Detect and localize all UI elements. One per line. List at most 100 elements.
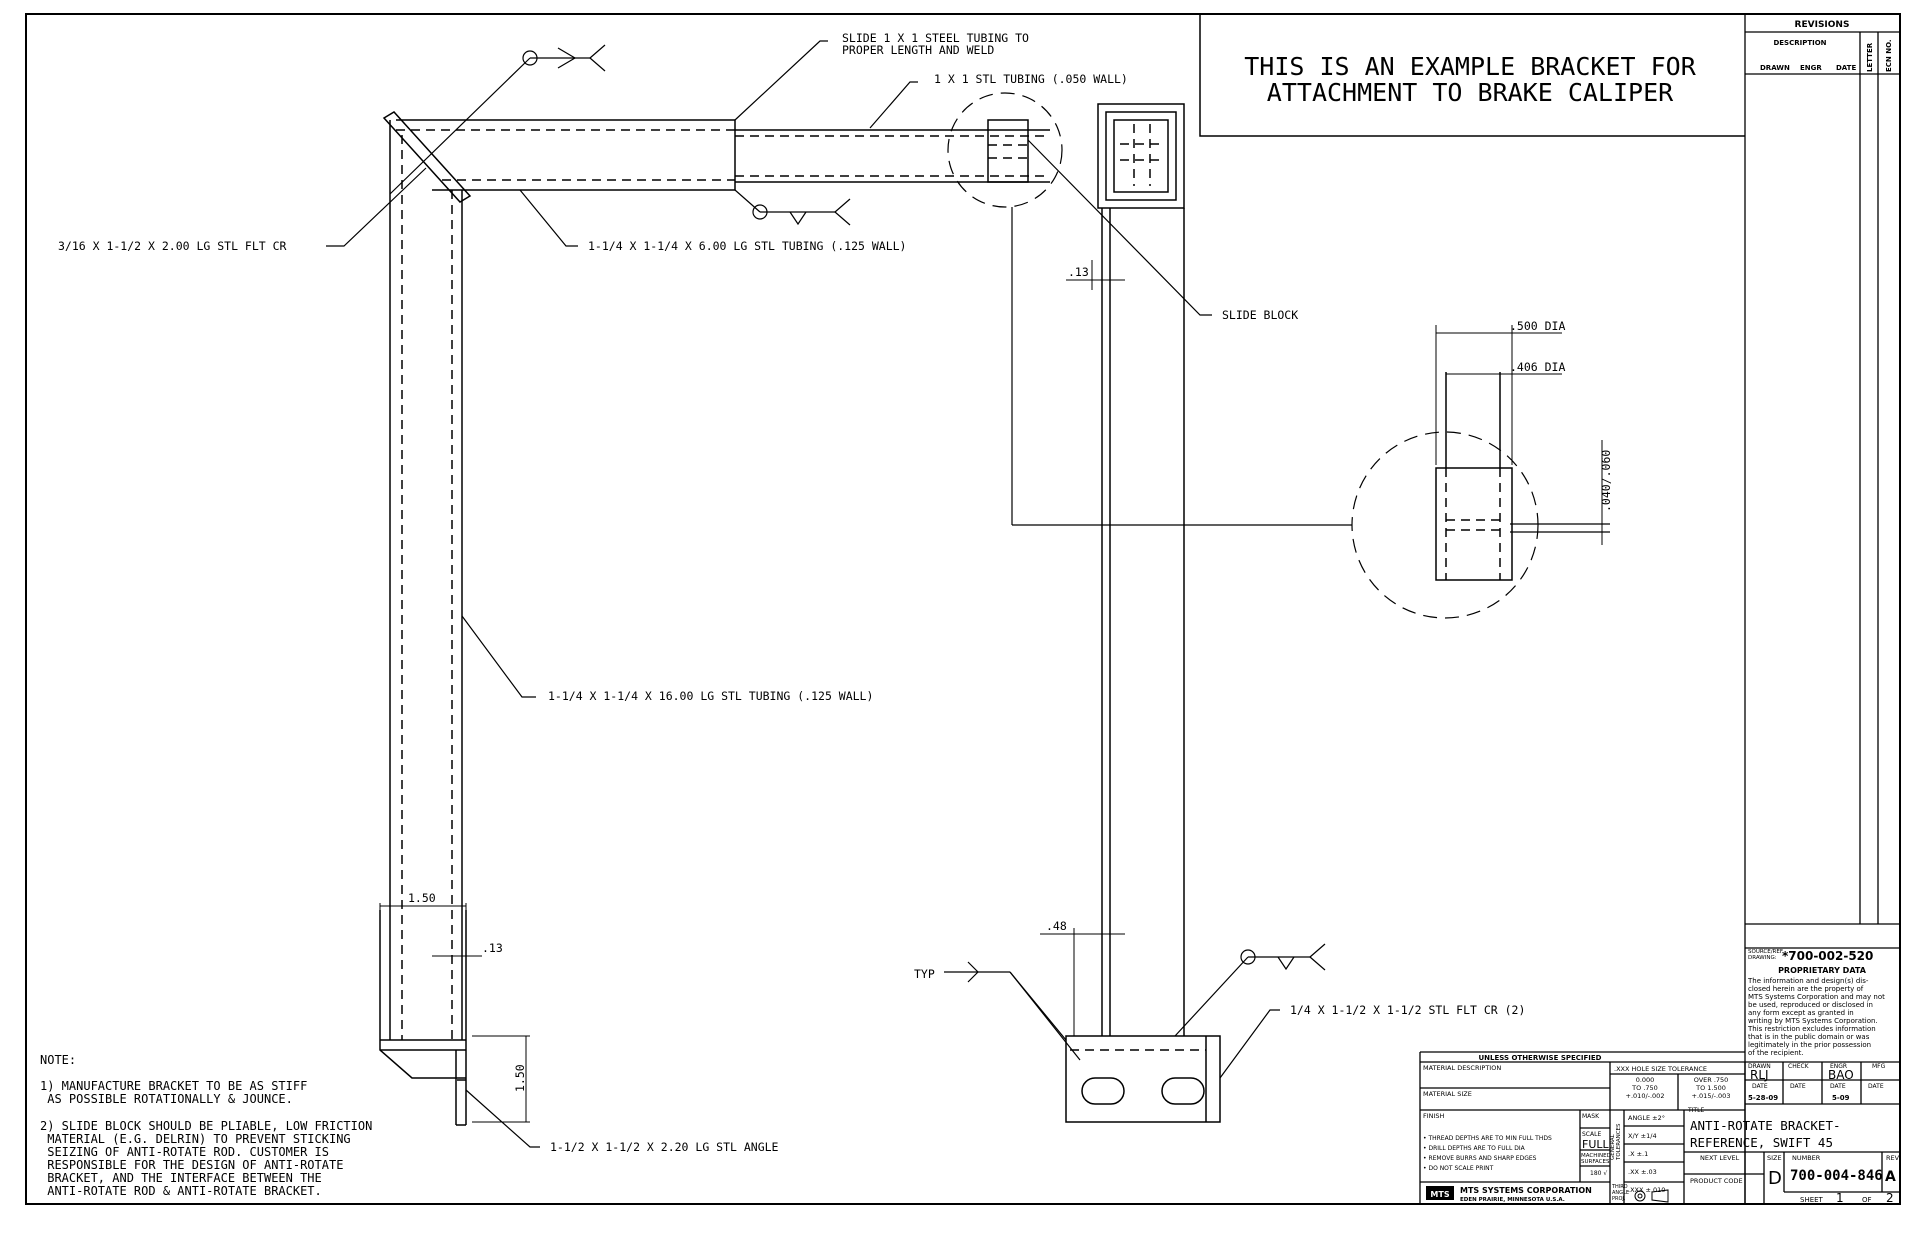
mask-label: MASK — [1582, 1113, 1600, 1120]
revisions-letter: LETTER — [1866, 42, 1874, 72]
of-value: 2 — [1886, 1191, 1894, 1205]
machined-value: 180 √ — [1590, 1170, 1607, 1177]
callout-stl-tubing: 1 X 1 STL TUBING (.050 WALL) — [934, 72, 1128, 86]
dimension-labels: .13 .500 DIA .406 DIA .040/.060 1.50 .13… — [408, 265, 1613, 1092]
revisions-block — [1744, 14, 1900, 1204]
number-label: NUMBER — [1792, 1154, 1821, 1162]
dim-13-bottom: .13 — [482, 941, 503, 955]
revisions-description: DESCRIPTION — [1773, 39, 1826, 47]
note-1: 1) MANUFACTURE BRACKET TO BE AS STIFF AS… — [40, 1079, 307, 1106]
title-block-frame — [1419, 947, 1900, 1204]
mfg-date-label: DATE — [1868, 1083, 1884, 1090]
sheet-label: SHEET — [1800, 1196, 1824, 1204]
source-value: *700-002-520 — [1782, 949, 1873, 963]
tol-xxx: .XXX ±.010 — [1628, 1186, 1665, 1194]
callout-flat-cr-2: 1/4 X 1-1/2 X 1-1/2 STL FLT CR (2) — [1290, 1003, 1525, 1017]
revisions-date: DATE — [1836, 64, 1856, 72]
callout-angle: 1-1/2 X 1-1/2 X 2.20 LG STL ANGLE — [550, 1140, 779, 1154]
dim-150-h: 1.50 — [408, 891, 436, 905]
general-tolerances: GENERALTOLERANCES — [1610, 1123, 1622, 1161]
callout-tubing-16: 1-1/4 X 1-1/4 X 16.00 LG STL TUBING (.12… — [548, 689, 873, 703]
drawn-date-label: DATE — [1752, 1083, 1768, 1090]
material-description: MATERIAL DESCRIPTION — [1423, 1064, 1501, 1072]
finish: FINISH — [1423, 1112, 1445, 1120]
rev-value: A — [1885, 1169, 1896, 1185]
company-location: EDEN PRAIRIE, MINNESOTA U.S.A. — [1460, 1197, 1565, 1203]
drawn-date: 5-28-09 — [1748, 1094, 1778, 1102]
third-angle-icon — [1634, 1189, 1669, 1203]
upper-tube-assembly — [396, 92, 1063, 208]
dim-48: .48 — [1046, 919, 1067, 933]
engr-value: BAO — [1828, 1068, 1854, 1082]
dim-406-dia: .406 DIA — [1510, 360, 1565, 374]
revisions-drawn: DRAWN — [1760, 64, 1790, 72]
notes-heading: NOTE: — [40, 1053, 76, 1067]
revisions-title: REVISIONS — [1795, 20, 1850, 30]
slide-block-view — [1065, 103, 1221, 1123]
detail-view — [1011, 207, 1610, 619]
company-name: MTS SYSTEMS CORPORATION — [1460, 1186, 1592, 1195]
scale-label: SCALE — [1582, 1131, 1601, 1138]
dimension-lines — [379, 260, 1603, 1123]
check-label: CHECK — [1788, 1063, 1810, 1070]
dim-500-dia: .500 DIA — [1510, 319, 1565, 333]
drawing-title-2: REFERENCE, SWIFT 45 — [1690, 1135, 1833, 1150]
notes: NOTE: 1) MANUFACTURE BRACKET TO BE AS ST… — [40, 1053, 372, 1198]
engr-label: ENGR — [1830, 1063, 1847, 1070]
material-size: MATERIAL SIZE — [1423, 1090, 1472, 1098]
hole-tolerance: .XXX HOLE SIZE TOLERANCE — [1614, 1065, 1707, 1073]
dim-150-v: 1.50 — [513, 1064, 527, 1092]
mts-logo-icon: MTS — [1426, 1186, 1454, 1200]
proprietary-title: PROPRIETARY DATA — [1778, 966, 1867, 975]
of-label: OF — [1862, 1196, 1872, 1204]
tol-xx: .XX ±.03 — [1628, 1168, 1657, 1176]
size-label: SIZE — [1767, 1154, 1782, 1162]
note-2: 2) SLIDE BLOCK SHOULD BE PLIABLE, LOW FR… — [40, 1119, 372, 1198]
drawing-number: 700-004-846 — [1790, 1168, 1883, 1184]
bottom-angle — [379, 910, 467, 1126]
drawn-label: DRAWN — [1748, 1063, 1771, 1070]
tol-x: .X ±.1 — [1628, 1150, 1648, 1158]
unless-specified: UNLESS OTHERWISE SPECIFIED — [1478, 1054, 1601, 1062]
revisions-engr: ENGR — [1800, 64, 1822, 72]
angle-tolerance: ANGLE ±2° — [1628, 1114, 1665, 1122]
scale-value: FULL — [1582, 1138, 1610, 1151]
callout-slide-block: SLIDE BLOCK — [1222, 308, 1298, 322]
drawing-title-1: ANTI-ROTATE BRACKET- — [1690, 1118, 1841, 1133]
sheet-value: 1 — [1836, 1191, 1844, 1205]
mfg-label: MFG — [1872, 1063, 1886, 1070]
drawn-value: RLJ — [1750, 1068, 1769, 1082]
logo-text: MTS — [1430, 1190, 1449, 1199]
revisions-ecn: ECN NO. — [1885, 39, 1893, 72]
callout-tubing-6: 1-1/4 X 1-1/4 X 6.00 LG STL TUBING (.125… — [588, 239, 907, 253]
leaders — [326, 40, 1326, 1148]
size-value: D — [1768, 1168, 1782, 1189]
vertical-tube — [382, 44, 851, 1040]
callout-typ: TYP — [914, 967, 935, 981]
rev-label: REV — [1886, 1154, 1900, 1162]
dim-13-top: .13 — [1068, 265, 1089, 279]
callout-flat-cr: 3/16 X 1-1/2 X 2.00 LG STL FLT CR — [58, 239, 287, 253]
engr-date: 5-09 — [1832, 1094, 1850, 1102]
sheet-border — [25, 13, 1901, 1205]
revisions-text: REVISIONS DESCRIPTION DRAWN ENGR DATE LE… — [1760, 20, 1893, 72]
next-level-label: NEXT LEVEL — [1700, 1154, 1740, 1162]
check-date-label: DATE — [1790, 1083, 1806, 1090]
dim-040-060: .040/.060 — [1599, 450, 1613, 512]
product-code-label: PRODUCT CODE — [1690, 1177, 1743, 1185]
thread-notes: • THREAD DEPTHS ARE TO MIN FULL THDS• DR… — [1423, 1135, 1552, 1172]
proprietary-text: The information and design(s) dis-closed… — [1747, 977, 1885, 1057]
engr-date-label: DATE — [1830, 1083, 1846, 1090]
title-label: TITLE — [1687, 1107, 1704, 1114]
